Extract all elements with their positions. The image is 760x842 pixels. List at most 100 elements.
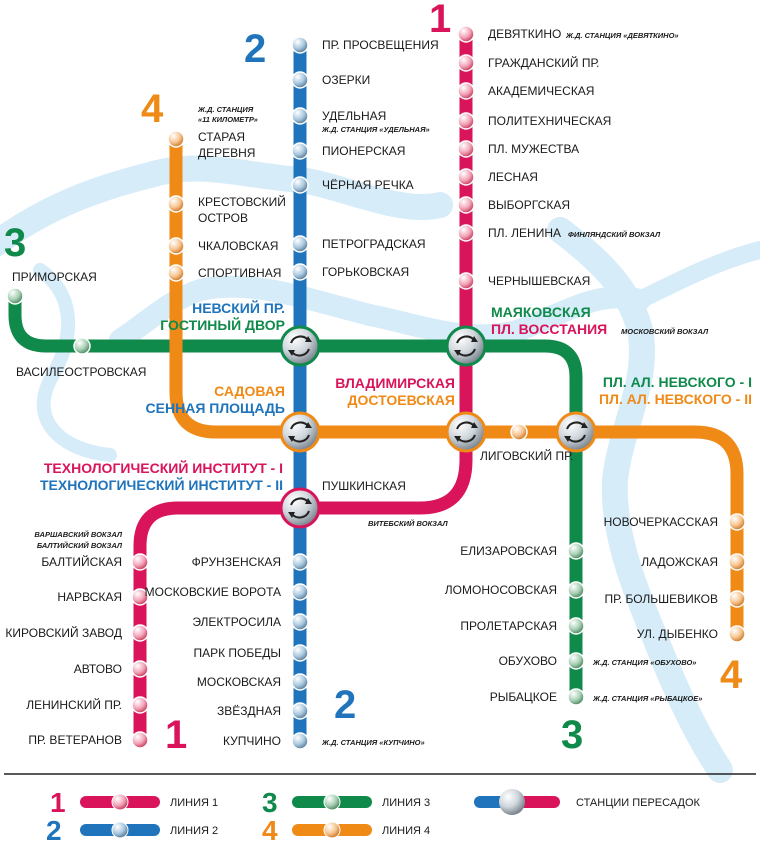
line-1-number-top: 1 <box>429 0 451 41</box>
station-lenina[interactable] <box>457 224 475 242</box>
label-park-pobedy: ПАРК ПОБЕДЫ <box>193 646 281 660</box>
station-politekhnicheskaya[interactable] <box>457 112 475 130</box>
legend-line4-label: ЛИНИЯ 4 <box>382 825 430 837</box>
label-sennaya: СЕННАЯ ПЛОЩАДЬ <box>146 400 285 416</box>
legend: 1 2 3 4 ЛИНИЯ 1 ЛИНИЯ 2 ЛИНИЯ 3 ЛИНИЯ 4 … <box>4 773 756 842</box>
label-akademicheskaya: АКАДЕМИЧЕСКАЯ <box>488 84 594 98</box>
station-muzhestva[interactable] <box>457 140 475 158</box>
station-sportivnaya[interactable] <box>167 264 185 282</box>
station-ladozhskaya[interactable] <box>728 553 746 571</box>
station-narvskaya[interactable] <box>131 588 149 606</box>
label-nevskogo-1: ПЛ. АЛ. НЕВСКОГО - I <box>603 374 752 390</box>
station-vasileostrovskaya[interactable] <box>73 337 91 355</box>
station-gorkovskaya[interactable] <box>291 263 309 281</box>
legend-transfer-label: СТАНЦИИ ПЕРЕСАДОК <box>576 797 701 809</box>
stations <box>6 25 746 750</box>
station-akademicheskaya[interactable] <box>457 82 475 100</box>
station-avtovo[interactable] <box>131 660 149 678</box>
label-baltiyskaya: БАЛТИЙСКАЯ <box>41 554 122 569</box>
hub-tech-institute[interactable] <box>279 487 321 529</box>
label-chernyshevskaya: ЧЕРНЫШЕВСКАЯ <box>488 274 590 288</box>
line-3-number-bottom: 3 <box>561 713 583 757</box>
note-obukhovo: Ж.Д. СТАНЦИЯ «ОБУХОВО» <box>592 658 696 667</box>
station-kirovsky[interactable] <box>131 624 149 642</box>
note-devyatkino: Ж.Д. СТАНЦИЯ «ДЕВЯТКИНО» <box>565 31 679 40</box>
label-primorskaya: ПРИМОРСКАЯ <box>12 270 97 284</box>
hub-nevskogo[interactable] <box>555 411 597 453</box>
station-labels: ДЕВЯТКИНО ГРАЖДАНСКИЙ ПР. АКАДЕМИЧЕСКАЯ … <box>5 27 718 748</box>
station-obukhovo[interactable] <box>567 652 585 670</box>
note-vitebsky: ВИТЕБСКИЙ ВОКЗАЛ <box>368 519 449 528</box>
line-2-number-bottom: 2 <box>334 683 356 727</box>
note-udelnaya: Ж.Д. СТАНЦИЯ «УДЕЛЬНАЯ» <box>321 125 430 134</box>
station-prosvescheniya[interactable] <box>291 36 309 54</box>
line-1-number-bottom: 1 <box>165 713 187 757</box>
label-udelnaya: УДЕЛЬНАЯ <box>322 109 386 123</box>
station-ligovsky[interactable] <box>510 423 528 441</box>
line-3-number-top: 3 <box>4 221 26 265</box>
line-1-track <box>133 25 473 747</box>
label-lenina: ПЛ. ЛЕНИНА <box>488 226 561 240</box>
label-gostiny: ГОСТИНЫЙ ДВОР <box>160 316 285 333</box>
station-park-pobedy[interactable] <box>291 644 309 662</box>
station-chkalovskaya[interactable] <box>167 237 185 255</box>
note-kupchino: Ж.Д. СТАНЦИЯ «КУПЧИНО» <box>321 738 425 747</box>
station-moskovskie-vorota[interactable] <box>291 583 309 601</box>
station-udelnaya[interactable] <box>291 107 309 125</box>
label-bolshevikov: ПР. БОЛЬШЕВИКОВ <box>604 592 718 606</box>
station-frunzenskaya[interactable] <box>291 553 309 571</box>
station-ozerki[interactable] <box>291 71 309 89</box>
station-baltiyskaya[interactable] <box>131 553 149 571</box>
station-krestovsky[interactable] <box>167 195 185 213</box>
station-pionerskaya[interactable] <box>291 142 309 160</box>
station-proletarskaya[interactable] <box>567 617 585 635</box>
station-moskovskaya[interactable] <box>291 673 309 691</box>
station-petrogradskaya[interactable] <box>291 235 309 253</box>
hub-nevsky-gostiny[interactable] <box>279 325 321 367</box>
hub-mayakovskaya-vosstaniya[interactable] <box>445 325 487 367</box>
note-baltiysky: БАЛТИЙСКИЙ ВОКЗАЛ <box>37 541 123 550</box>
line-4-number-top: 4 <box>141 87 164 131</box>
station-novocherkasskaya[interactable] <box>728 513 746 531</box>
label-vasileostrovskaya: ВАСИЛЕОСТРОВСКАЯ <box>16 365 146 379</box>
line-2-number-top: 2 <box>244 27 266 71</box>
label-vladimirskaya: ВЛАДИМИРСКАЯ <box>335 375 455 391</box>
label-krestovsky-2: ОСТРОВ <box>198 211 248 225</box>
label-sadovaya: САДОВАЯ <box>214 383 285 399</box>
station-elektrosila[interactable] <box>291 613 309 631</box>
station-chernaya-rechka[interactable] <box>291 176 309 194</box>
label-frunzenskaya: ФРУНЗЕНСКАЯ <box>192 555 281 569</box>
label-moskovskaya: МОСКОВСКАЯ <box>197 675 281 689</box>
label-devyatkino: ДЕВЯТКИНО <box>488 27 561 41</box>
label-gorkovskaya: ГОРЬКОВСКАЯ <box>322 265 409 279</box>
station-veteranov[interactable] <box>131 731 149 749</box>
station-leninsky[interactable] <box>131 696 149 714</box>
label-staraya-derevnya-2: ДЕРЕВНЯ <box>198 146 255 160</box>
station-rybatskoe[interactable] <box>567 688 585 706</box>
station-lesnaya[interactable] <box>457 168 475 186</box>
note-rybatskoe: Ж.Д. СТАНЦИЯ «РЫБАЦКОЕ» <box>592 694 702 703</box>
hub-sadovaya-sennaya[interactable] <box>279 411 321 453</box>
label-novocherkasskaya: НОВОЧЕРКАССКАЯ <box>604 515 718 529</box>
station-zvezdnaya[interactable] <box>291 702 309 720</box>
station-vyborgskaya[interactable] <box>457 196 475 214</box>
legend-line1-station <box>111 793 129 811</box>
label-grazhdansky: ГРАЖДАНСКИЙ ПР. <box>488 55 600 70</box>
label-mayakovskaya: МАЯКОВСКАЯ <box>491 304 591 320</box>
station-kupchino[interactable] <box>291 732 309 750</box>
station-grazhdansky[interactable] <box>457 54 475 72</box>
station-devyatkino[interactable] <box>457 25 475 43</box>
legend-line2-label: ЛИНИЯ 2 <box>170 825 218 837</box>
label-lesnaya: ЛЕСНАЯ <box>488 170 538 184</box>
station-dybenko[interactable] <box>728 625 746 643</box>
station-bolshevikov[interactable] <box>728 590 746 608</box>
station-elizarovskaya[interactable] <box>567 542 585 560</box>
label-moskovskie-vorota: МОСКОВСКИЕ ВОРОТА <box>145 585 281 599</box>
hub-vladimirskaya-dostoevskaya[interactable] <box>445 411 487 453</box>
station-primorskaya[interactable] <box>6 287 24 305</box>
station-lomonosovskaya[interactable] <box>567 581 585 599</box>
station-staraya-derevnya[interactable] <box>167 130 185 148</box>
station-chernyshevskaya[interactable] <box>457 272 475 290</box>
transfer-hubs <box>279 325 597 529</box>
